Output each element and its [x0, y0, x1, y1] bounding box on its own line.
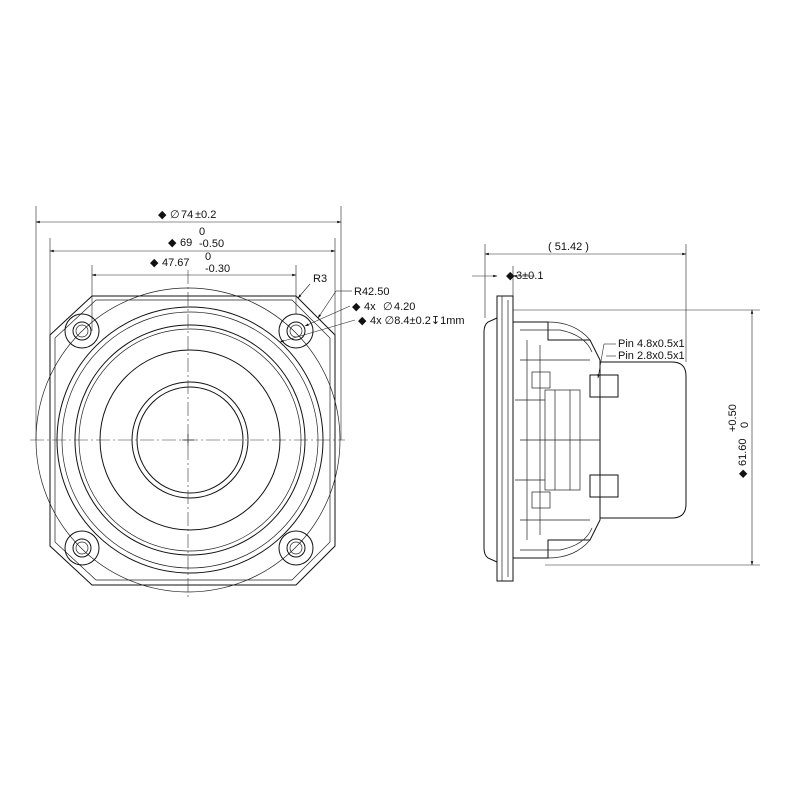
dim-square-value: 69 [180, 237, 192, 249]
holes-counterbore-symbol: ◆ [358, 315, 367, 327]
holes-through-prefix: ∅ [383, 301, 393, 313]
side-flange [496, 295, 514, 582]
dim-square-tol-lower: -0.50 [199, 238, 224, 250]
holes-counterbore-label: 4x ∅8.4±0.2↧1mm [370, 315, 465, 327]
dim-height-tol-lower: 0 [739, 422, 751, 428]
dim-flange-symbol: ◆ [506, 270, 515, 282]
leader-r42 [317, 290, 337, 319]
dim-hole-spacing-value: 47.67 [162, 257, 190, 269]
frame-outline [49, 295, 336, 586]
dim-outer-diameter-tol: ±0.2 [195, 209, 216, 221]
leader-r3 [297, 283, 311, 299]
frame-inner-outline [54, 299, 331, 581]
holes-through-symbol: ◆ [352, 301, 361, 313]
radius-arc-label: R42.50 [354, 286, 389, 298]
dim-hole-spacing-tol-lower: -0.30 [205, 263, 230, 275]
front-view: ◆ ∅ 74 ±0.2 ◆ 69 0 -0.50 ◆ 47.67 0 -0.30… [30, 206, 465, 600]
dim-hole-spacing-tol-upper: 0 [205, 251, 211, 263]
terminal-large [589, 374, 619, 398]
side-magnet [600, 361, 687, 519]
dim-square-tol-upper: 0 [199, 226, 205, 238]
radius-corner-label: R3 [313, 273, 327, 285]
leader-pin-large [597, 343, 605, 379]
terminal-small [589, 474, 619, 498]
dim-outer-diameter-symbol: ◆ [158, 209, 167, 221]
side-gasket [483, 317, 498, 563]
leader-holes-counterbore [279, 319, 356, 343]
holes-through-count: 4x [364, 301, 376, 313]
dim-height-value: 61.60 [737, 438, 749, 466]
mounting-hole-tr [278, 313, 314, 349]
pin-large-label: Pin 4.8x0.5x1 [618, 338, 685, 350]
mounting-hole-tl [64, 313, 100, 349]
dim-flange-value: 3±0.1 [516, 270, 543, 282]
dim-outer-diameter-prefix: ∅ [170, 209, 180, 221]
side-view: ( 51.42 ) ◆ 3±0.1 ◆ 61.60 +0.50 0 Pin 4.… [472, 241, 760, 582]
mounting-hole-br [278, 530, 314, 566]
mounting-hole-bl [64, 530, 100, 566]
dim-hole-spacing-symbol: ◆ [150, 257, 159, 269]
dim-square-symbol: ◆ [168, 237, 177, 249]
dim-outer-diameter-value: 74 [181, 209, 193, 221]
pin-small-label: Pin 2.8x0.5x1 [618, 350, 685, 362]
dim-depth-label: ( 51.42 ) [548, 241, 589, 253]
holes-through-value: 4.20 [394, 301, 415, 313]
dim-height-tol-upper: +0.50 [727, 404, 739, 432]
leader-holes-through [304, 305, 351, 327]
dim-height-symbol: ◆ [737, 469, 749, 478]
